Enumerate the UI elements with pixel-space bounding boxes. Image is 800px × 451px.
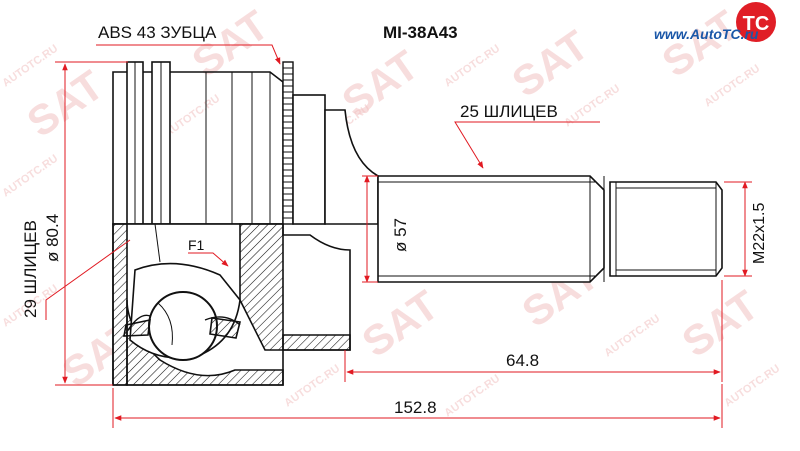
logo-text: TC (743, 13, 770, 35)
outer-splines-label: 25 ШЛИЦЕВ (460, 102, 558, 121)
body-diameter-label: ø 80.4 (43, 213, 62, 262)
dimension-lines (45, 44, 752, 428)
inner-splines-label: 29 ШЛИЦЕВ (21, 220, 40, 318)
abs-tone-ring (282, 61, 294, 225)
site-url[interactable]: www.AutoTC.ru (654, 27, 758, 41)
f1-label: F1 (188, 237, 205, 253)
spline-shaft (377, 175, 605, 283)
url-prefix: www. (654, 26, 691, 42)
part-number: MI-38A43 (383, 23, 458, 42)
autotc-logo: TC (736, 2, 776, 42)
abs-teeth-label: ABS 43 ЗУБЦА (98, 23, 217, 42)
shaft-length-label: 64.8 (506, 351, 540, 370)
url-brand: AutoTC (690, 26, 741, 42)
total-length-label: 152.8 (394, 398, 437, 417)
thread-label: M22x1.5 (751, 202, 768, 264)
bell-housing-upper (112, 61, 284, 225)
url-suffix: .ru (740, 26, 759, 42)
neck-collar (292, 94, 379, 225)
threaded-end (609, 181, 723, 277)
joint-cross-section (112, 223, 351, 386)
shaft-diameter-label: ø 57 (391, 217, 410, 252)
